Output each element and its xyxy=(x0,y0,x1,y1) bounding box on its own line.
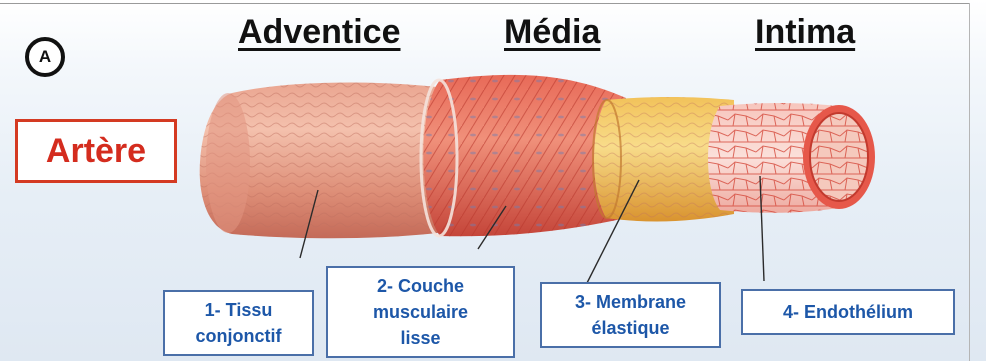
label-membrane-elastique: 3- Membrane élastique xyxy=(540,282,721,348)
vessel-label-artere: Artère xyxy=(15,119,177,183)
title-intima: Intima xyxy=(755,13,855,52)
label-endothelium: 4- Endothélium xyxy=(741,289,955,335)
label-tissu-conjonctif: 1- Tissu conjonctif xyxy=(163,290,314,356)
label-couche-musculaire: 2- Couche musculaire lisse xyxy=(326,266,515,358)
figure-badge: A xyxy=(25,37,65,77)
adventice-layer xyxy=(200,83,446,239)
title-adventice: Adventice xyxy=(238,13,401,52)
intima-layer xyxy=(708,103,875,213)
title-media: Média xyxy=(504,13,600,52)
